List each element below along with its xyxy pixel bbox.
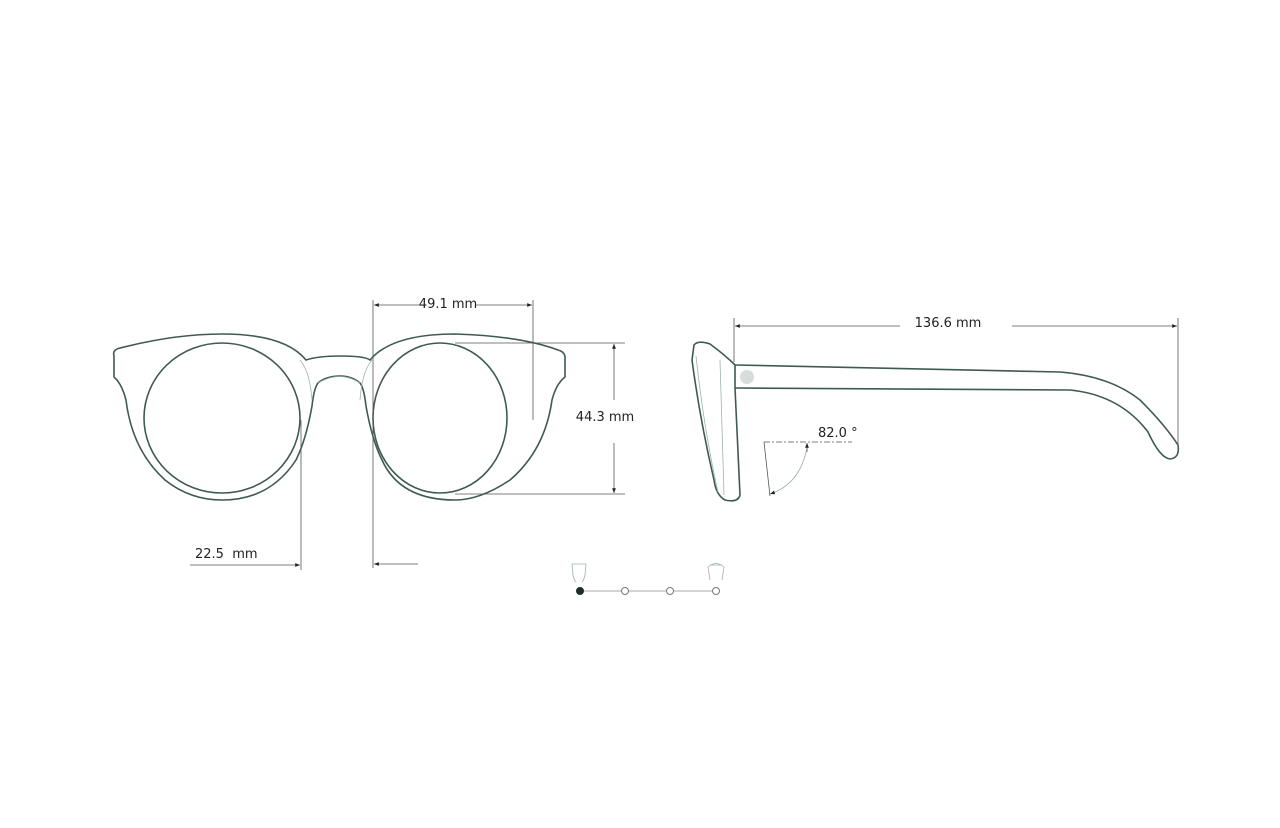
front-view: 49.1 mm 44.3 mm 22.5 mm (112, 297, 634, 570)
temple-arm (734, 364, 1180, 460)
view-slider[interactable] (571, 563, 725, 595)
angle-label: 82.0 ° (818, 426, 858, 441)
hinge-logo-icon (740, 370, 754, 384)
slider-step-2[interactable] (621, 587, 629, 595)
left-lens (143, 342, 301, 494)
glasses-front-icon (571, 563, 587, 583)
angle-arc (769, 447, 808, 495)
lens-height-label: 44.3 mm (576, 410, 634, 425)
temple-length-label: 136.6 mm (915, 316, 982, 331)
slider-step-1[interactable] (576, 587, 584, 595)
side-front-frame (691, 341, 741, 502)
side-lens-edge (695, 355, 725, 496)
angle-leg (763, 441, 771, 497)
right-lens (372, 342, 508, 494)
slider-step-3[interactable] (666, 587, 674, 595)
slider-step-4[interactable] (712, 587, 720, 595)
front-frame-outline (112, 333, 566, 501)
bridge-width-label: 22.5 mm (195, 547, 258, 562)
side-view: 136.6 mm 82.0 ° (691, 316, 1180, 502)
bridge-detail (299, 359, 373, 401)
glasses-angled-icon (707, 563, 725, 581)
lens-width-label: 49.1 mm (419, 297, 477, 312)
